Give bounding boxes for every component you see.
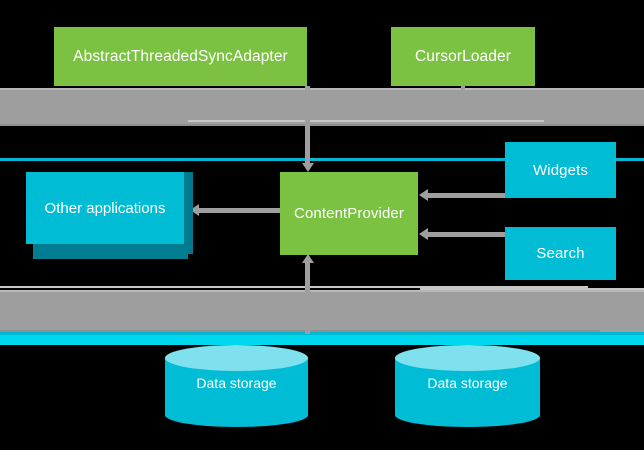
edge-data-storage-to-content-provider [305, 262, 310, 334]
cylinder-top-ellipse [395, 345, 540, 371]
storage-cyan-rule-dark [0, 332, 644, 336]
lower-connection-band [0, 292, 644, 333]
upper-connection-band [0, 90, 644, 125]
edge-data-storage-arrowhead [302, 254, 314, 263]
edge-cursor-loader-stub [461, 86, 465, 92]
band-tick-d [420, 288, 644, 290]
node-cursor-loader[interactable]: CursorLoader [391, 27, 535, 86]
widgets-riser [463, 193, 517, 198]
edge-content-provider-to-other-applications [198, 208, 280, 213]
cylinder-top-ellipse [165, 345, 308, 371]
data-storage-left-label: Data storage [196, 375, 277, 391]
node-other-applications[interactable]: Other applications [26, 172, 184, 244]
node-data-storage-left[interactable]: Data storage [165, 345, 308, 427]
band-tick-e [0, 330, 600, 332]
middle-cyan-rule [0, 158, 644, 161]
edge-widgets-arrowhead [419, 189, 428, 201]
edge-sync-adapter-to-content-provider [305, 86, 310, 166]
edge-other-applications-arrowhead [190, 204, 199, 216]
edge-search-arrowhead [419, 228, 428, 240]
lower-band-highlight [0, 290, 644, 292]
search-riser [463, 232, 517, 237]
node-widgets[interactable]: Widgets [505, 142, 616, 198]
upper-band-highlight [0, 88, 644, 90]
node-search[interactable]: Search [505, 227, 616, 280]
band-tick-c [0, 286, 588, 288]
band-tick-a [188, 120, 544, 122]
node-data-storage-right[interactable]: Data storage [395, 345, 540, 427]
data-storage-right-label: Data storage [427, 375, 508, 391]
node-content-provider[interactable]: ContentProvider [280, 172, 418, 255]
edge-sync-adapter-arrowhead [302, 163, 314, 172]
band-tick-b [0, 124, 644, 126]
node-abstract-threaded-sync-adapter[interactable]: AbstractThreadedSyncAdapter [54, 27, 307, 86]
storage-cyan-rule [0, 335, 644, 345]
